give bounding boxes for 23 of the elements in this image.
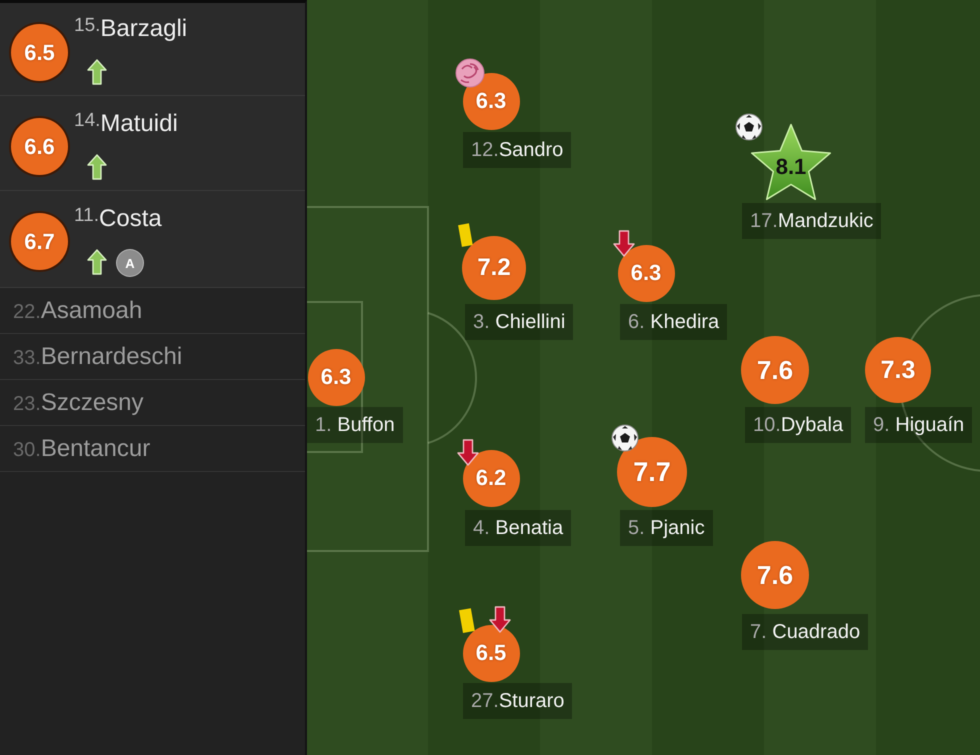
player-name: 10.Dybala [745,407,852,443]
player-name: 7. Cuadrado [742,614,868,650]
player-name: 27.Sturaro [463,683,572,719]
player-name: 9. Higuaín [865,407,972,443]
player-name: 5. Pjanic [620,510,713,546]
substitute-row [0,96,305,191]
player-name: 30.Bentancur [13,435,150,464]
rating-star: 8.1 [749,123,833,201]
player-name: 17.Mandzukic [742,203,882,239]
letter-badge: A [117,250,143,276]
substitute-row [0,3,305,96]
player-name: 12.Sandro [463,132,572,168]
player-name: 22.Asamoah [13,297,142,326]
player-name: 4. Benatia [465,510,572,546]
player-name: 33.Bernardeschi [13,343,182,372]
player-name: 3. Chiellini [465,304,574,340]
rating-circle: 6.7 [11,213,68,270]
player-name: 6. Khedira [620,304,728,340]
player-name: 1. Buffon [307,407,403,443]
rating-circle: 6.6 [11,118,68,175]
player-name: 23.Szczesny [13,389,144,418]
rating-circle: 6.5 [11,24,68,81]
substitute-row [0,191,305,288]
